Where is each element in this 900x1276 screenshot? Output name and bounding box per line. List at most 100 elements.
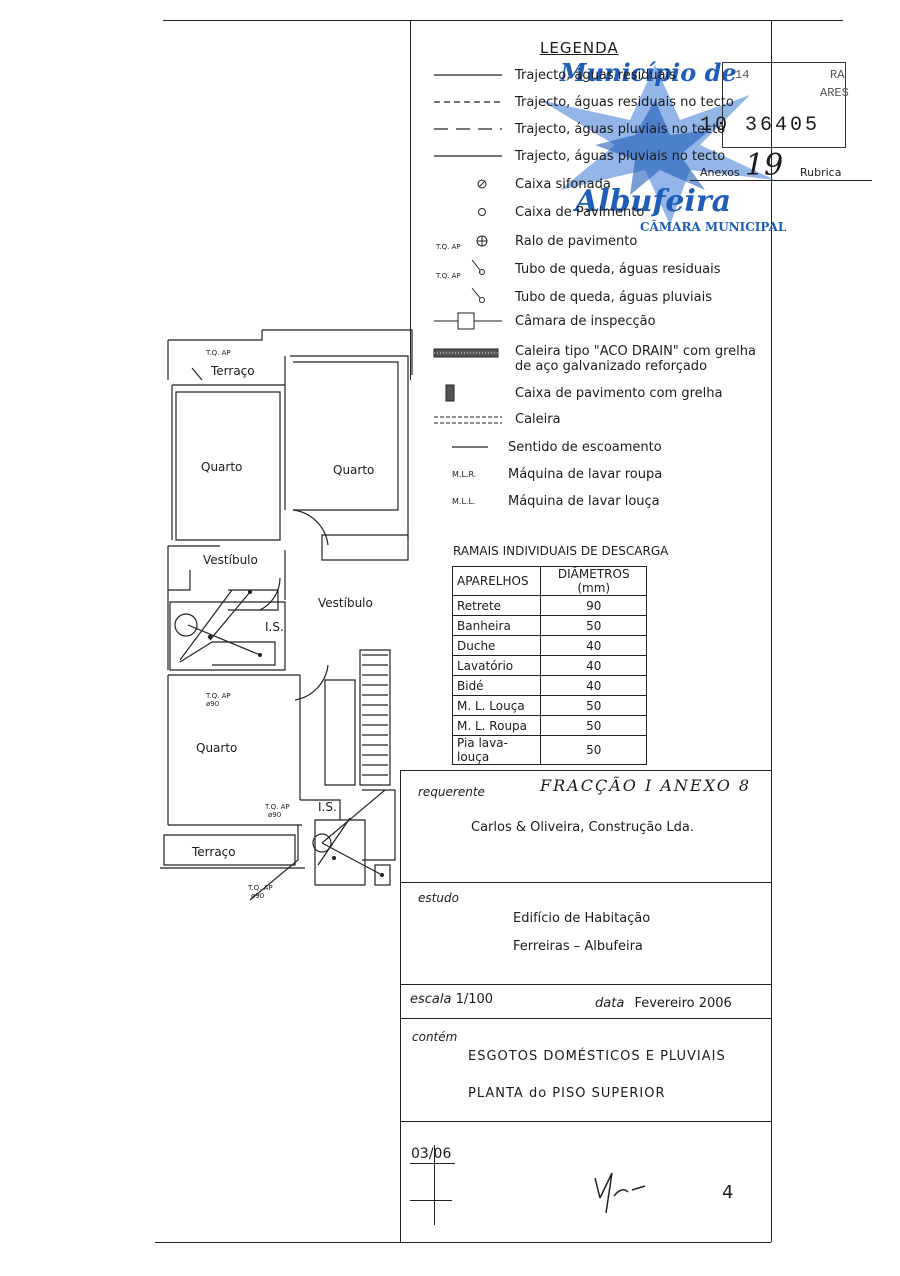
requerente-value: Carlos & Oliveira, Construção Lda.	[471, 820, 694, 835]
plan-tag-tq-3: T.Q. AP	[265, 803, 290, 811]
room-terraco-top: Terraço	[211, 364, 255, 378]
title-block-line-3	[400, 1018, 771, 1019]
data-label: data	[595, 996, 625, 1011]
legend-item-2: Trajecto, águas pluviais no tecto	[515, 122, 726, 137]
room-is-2: I.S.	[318, 800, 337, 814]
ramais-title: RAMAIS INDIVIDUAIS DE DESCARGA	[453, 544, 669, 558]
caleira-icon	[432, 411, 504, 429]
legend-item-5: Caixa de Pavimento	[515, 205, 645, 220]
plan-tag-tq-1: T.Q. AP	[206, 349, 231, 357]
ramais-cell-value: 40	[540, 655, 647, 676]
tubo-queda-residuais-icon	[432, 258, 504, 276]
ramais-header-aparelhos: APARELHOS	[451, 566, 542, 596]
legend-title: LEGENDA	[540, 39, 619, 57]
estudo-line1: Edifício de Habitação	[513, 911, 651, 926]
stamp-line3: CÂMARA MUNICIPAL	[640, 220, 787, 234]
ralo-pavimento-icon	[432, 232, 504, 250]
escala-label: escala	[410, 992, 452, 1007]
stamp-anexos: Anexos	[700, 166, 740, 179]
ramais-cell-name: Bidé	[451, 675, 542, 696]
legend-sample-solid	[432, 66, 504, 84]
plan-tag-dia-2: ø90	[206, 700, 220, 708]
plan-tag-tq-2: T.Q. AP	[206, 692, 231, 700]
legend-sample-solid-2	[432, 147, 504, 165]
room-quarto-2: Quarto	[333, 463, 375, 477]
legend-item-0: Trajecto, águas residuais	[515, 68, 677, 83]
stamp-handwritten: 19	[745, 148, 784, 183]
stamp-rubrica: Rubrica	[800, 166, 842, 179]
legend-item-14: Máquina de lavar roupa	[508, 467, 663, 482]
caixa-sifonada-icon	[432, 175, 504, 193]
legend-item-6: Ralo de pavimento	[515, 234, 638, 249]
title-block-line-1	[400, 882, 771, 883]
floor-plan-drawing	[160, 329, 413, 901]
plan-tag-dia-4: ø90	[251, 892, 265, 900]
contem-label: contém	[412, 1030, 458, 1044]
legend-abbr-mll: M.L.L.	[452, 497, 476, 506]
ramais-cell-name: M. L. Roupa	[451, 715, 542, 736]
ramais-cell-name: Retrete	[451, 595, 542, 616]
ramais-cell-value: 90	[540, 595, 647, 616]
caixa-grelha-icon	[432, 384, 504, 402]
legend-item-10: Caleira tipo "ACO DRAIN" com grelha	[515, 344, 756, 359]
plan-tag-tq-4: T.Q. AP	[248, 884, 273, 892]
legend-item-15: Máquina de lavar louça	[508, 494, 660, 509]
ramais-cell-value: 40	[540, 635, 647, 656]
legend-item-13: Sentido de escoamento	[508, 440, 662, 455]
ramais-cell-value: 50	[540, 715, 647, 736]
room-vestibulo-1: Vestíbulo	[203, 553, 258, 567]
ramais-cell-name: M. L. Louça	[451, 695, 542, 716]
legend-item-7: Tubo de queda, águas residuais	[515, 262, 721, 277]
legend-item-12: Caleira	[515, 412, 561, 427]
requerente-label: requerente	[418, 785, 485, 799]
signature-icon	[594, 1172, 646, 1214]
stamp-register-box	[722, 62, 846, 148]
frame-top-line	[163, 20, 843, 21]
ramais-cell-name: Pia lava-louça	[451, 735, 542, 765]
ramais-cell-value: 40	[540, 675, 647, 696]
legend-item-1: Trajecto, águas residuais no tecto	[515, 95, 734, 110]
ramais-cell-name: Lavatório	[451, 655, 542, 676]
sheet-number: 4	[722, 1182, 734, 1203]
legend-sample-dashed	[432, 93, 504, 111]
ramais-cell-name: Duche	[451, 635, 542, 656]
legend-tq-tag-1: T.Q. AP	[436, 243, 461, 251]
stamp-side-text-1: 14	[735, 68, 750, 82]
sheet-cross	[410, 1200, 452, 1201]
estudo-line2: Ferreiras – Albufeira	[513, 939, 643, 954]
plan-tag-dia-3: ø90	[268, 811, 282, 819]
title-block-left-line	[400, 770, 401, 1242]
legend-item-10b: de aço galvanizado reforçado	[515, 359, 708, 374]
legend-sample-long-dash	[432, 120, 504, 138]
legend-tq-tag-2: T.Q. AP	[436, 272, 461, 280]
ramais-cell-value: 50	[540, 615, 647, 636]
tubo-queda-pluviais-icon	[432, 286, 504, 304]
estudo-label: estudo	[418, 891, 459, 905]
stamp-side-text-3: ARES	[820, 86, 849, 100]
caleira-aco-drain-icon	[432, 344, 504, 362]
stamp-star-icon	[540, 65, 775, 225]
legend-item-11: Caixa de pavimento com grelha	[515, 386, 723, 401]
room-is-1: I.S.	[265, 620, 284, 634]
contem-line1: ESGOTOS DOMÉSTICOS E PLUVIAIS	[468, 1049, 726, 1064]
sheet-underline	[410, 1163, 455, 1164]
room-quarto-3: Quarto	[196, 741, 238, 755]
ramais-cell-name: Banheira	[451, 615, 542, 636]
room-vestibulo-2: Vestíbulo	[318, 596, 373, 610]
legend-item-9: Câmara de inspecção	[515, 314, 656, 329]
legend-item-8: Tubo de queda, águas pluviais	[515, 290, 712, 305]
data-value: Fevereiro 2006	[634, 996, 732, 1011]
sentido-escoamento-icon	[432, 438, 504, 456]
ramais-cell-value: 50	[540, 695, 647, 716]
stamp-side-text-2: RA	[830, 68, 845, 82]
ramais-header-diametros: DIÂMETROS (mm)	[540, 566, 647, 596]
room-terraco-bottom: Terraço	[192, 845, 236, 859]
escala-row: escala 1/100	[410, 992, 493, 1007]
